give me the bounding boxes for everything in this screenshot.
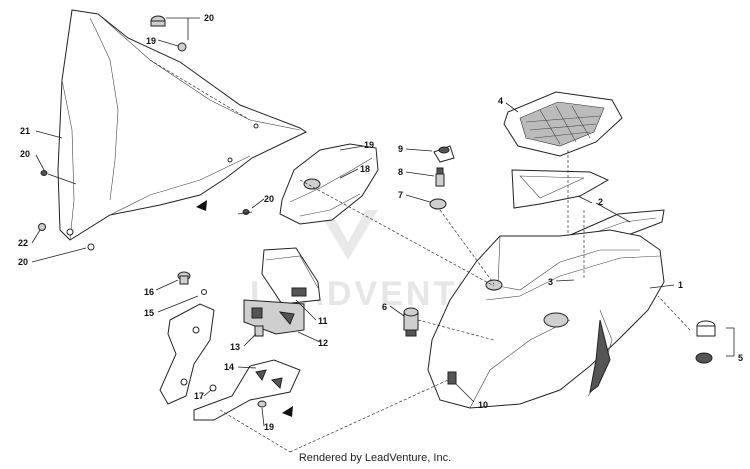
callout-10: 10 bbox=[478, 400, 488, 410]
callout-2: 2 bbox=[598, 197, 603, 207]
callout-19-bottom: 19 bbox=[264, 422, 274, 432]
callout-20-mid: 20 bbox=[264, 194, 274, 204]
callout-11: 11 bbox=[318, 316, 328, 326]
direction-arrow-top bbox=[196, 200, 207, 211]
bracket-15 bbox=[159, 303, 215, 405]
callout-7: 7 bbox=[398, 190, 403, 200]
callout-17: 17 bbox=[194, 391, 204, 401]
callout-9: 9 bbox=[398, 144, 403, 154]
connector-10 bbox=[447, 371, 457, 385]
washer-17 bbox=[209, 384, 217, 392]
callout-23: 22 bbox=[18, 238, 28, 248]
callout-20-top: 19 bbox=[146, 36, 156, 46]
bolt-16 bbox=[177, 271, 191, 285]
callout-19-top: 19 bbox=[364, 140, 374, 150]
callout-12: 12 bbox=[318, 338, 328, 348]
screw-20-bottom bbox=[87, 243, 95, 251]
leader-lines bbox=[31, 17, 735, 427]
screw-20-mid bbox=[242, 209, 250, 215]
callout-15: 15 bbox=[144, 308, 154, 318]
cap-9 bbox=[433, 145, 455, 163]
callout-20-left: 20 bbox=[20, 149, 30, 159]
fastener-5 bbox=[695, 320, 716, 364]
storage-tray bbox=[503, 91, 623, 157]
headlight-lens bbox=[279, 143, 379, 225]
callout-3: 3 bbox=[548, 277, 553, 287]
gauge-housing bbox=[261, 247, 321, 305]
rivet-cap-21 bbox=[150, 15, 166, 27]
lens-upper bbox=[511, 169, 610, 209]
callout-14: 14 bbox=[224, 362, 234, 372]
ignition-switch-6 bbox=[403, 307, 419, 337]
callout-6: 6 bbox=[382, 302, 387, 312]
key-8 bbox=[435, 167, 445, 187]
callout-21: 20 bbox=[204, 13, 214, 23]
callout-5: 5 bbox=[738, 353, 743, 363]
windshield bbox=[57, 9, 308, 241]
callout-13: 13 bbox=[230, 342, 240, 352]
callout-22: 21 bbox=[20, 126, 30, 136]
spacer-15 bbox=[201, 289, 207, 295]
callout-labels: 1 2 3 4 5 6 7 8 9 10 11 12 13 14 15 16 1… bbox=[18, 13, 743, 432]
nut-23 bbox=[38, 223, 46, 231]
screw-20-top bbox=[177, 42, 187, 52]
callout-4: 4 bbox=[498, 96, 503, 106]
direction-arrow-bottom bbox=[282, 406, 293, 417]
callout-8: 8 bbox=[398, 167, 403, 177]
assembly-lines bbox=[149, 59, 691, 453]
gauge-bracket bbox=[243, 299, 305, 335]
screw-19-bottom bbox=[257, 400, 267, 408]
callout-18: 18 bbox=[360, 164, 370, 174]
footer-credit: Rendered by LeadVenture, Inc. bbox=[298, 452, 452, 464]
callout-16: 16 bbox=[144, 287, 154, 297]
bolt-13 bbox=[254, 325, 264, 337]
hood bbox=[427, 229, 665, 409]
screw-20-left bbox=[40, 170, 48, 176]
bracket-14 bbox=[193, 359, 301, 421]
callout-20-bottom: 20 bbox=[18, 257, 28, 267]
callout-1: 1 bbox=[678, 280, 683, 290]
bezel-7 bbox=[429, 198, 447, 210]
